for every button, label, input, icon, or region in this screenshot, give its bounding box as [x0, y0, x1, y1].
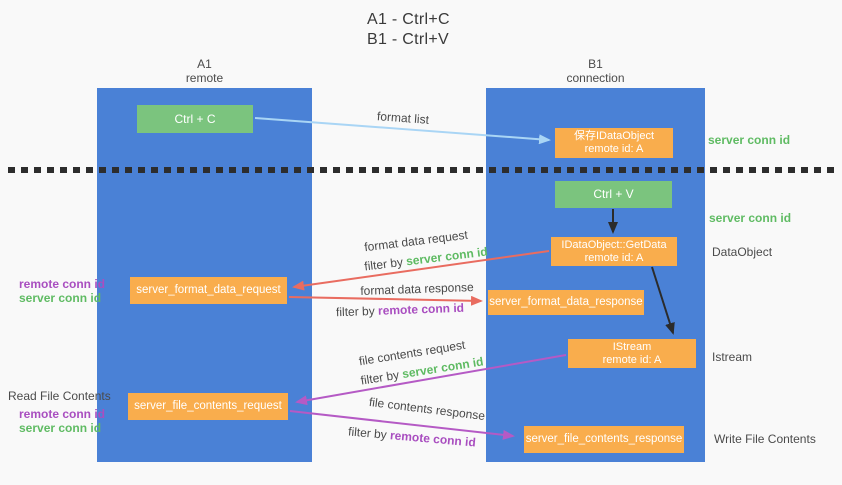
arrow-file-contents-request	[295, 354, 567, 406]
arrow-file-contents-response	[289, 410, 515, 440]
server-conn-id-mid-left-label: server conn id	[19, 291, 102, 305]
write-file-contents-label: Write File Contents	[714, 432, 816, 446]
server-format-data-response-label: server_format_data_response	[489, 296, 643, 308]
ctrl-c-node: Ctrl + C	[137, 105, 253, 133]
server-format-data-request-node: server_format_data_request	[130, 277, 287, 304]
lane-b1-name: B1	[588, 57, 603, 71]
server-conn-id-bottom-left-label: server conn id	[19, 421, 102, 435]
ctrl-c-label: Ctrl + C	[174, 111, 216, 126]
server-file-contents-response-node: server_file_contents_response	[524, 426, 684, 453]
server-conn-id-mid-right-label: server conn id	[709, 211, 792, 225]
istream-line1: IStream	[612, 340, 652, 353]
remote-conn-id-bottom-left-label: remote conn id	[19, 407, 106, 421]
lane-a1-name: A1	[197, 57, 212, 71]
server-file-contents-request-node: server_file_contents_request	[128, 393, 288, 420]
arrow-format-data-response	[288, 295, 483, 306]
dotted-separator-line	[8, 167, 836, 173]
dataobject-label: DataObject	[712, 245, 773, 259]
server-format-data-request-label: server_format_data_request	[136, 284, 281, 296]
title-line-1: A1 - Ctrl+C	[367, 11, 450, 28]
save-dataobject-line2: remote id: A	[584, 143, 644, 155]
server-conn-id-top-right-label: server conn id	[708, 133, 791, 147]
lane-a1-subtitle: remote	[185, 71, 224, 85]
getdata-node: IDataObject::GetData remote id: A	[551, 237, 677, 266]
istream-side-label: Istream	[712, 350, 753, 364]
lane-a1-header: A1 remote	[97, 57, 312, 85]
lane-b1-header: B1 connection	[486, 57, 705, 85]
save-dataobject-line1: 保存IDataObject	[573, 130, 655, 142]
read-file-contents-label: Read File Contents	[8, 389, 111, 403]
title-line-2: B1 - Ctrl+V	[367, 31, 449, 48]
getdata-line2: remote id: A	[584, 251, 644, 264]
remote-conn-id-mid-left-label: remote conn id	[19, 277, 106, 291]
filter-by-text: filter by	[335, 303, 375, 320]
server-file-contents-request-label: server_file_contents_request	[134, 400, 282, 412]
diagram-title: A1 - Ctrl+C B1 - Ctrl+V	[367, 10, 450, 50]
lane-b1-subtitle: connection	[566, 71, 625, 85]
getdata-line1: IDataObject::GetData	[561, 238, 667, 251]
arrow-format-data-request	[292, 250, 550, 291]
server-file-contents-response-label: server_file_contents_response	[525, 433, 683, 445]
server-format-data-response-node: server_format_data_response	[488, 290, 644, 315]
arrow-getdata-to-istream	[651, 266, 675, 335]
arrow-format-list	[254, 117, 551, 145]
save-dataobject-node: 保存IDataObject remote id: A	[555, 128, 673, 158]
remote-conn-id-text: remote conn id	[377, 300, 465, 318]
istream-line2: remote id: A	[602, 353, 662, 366]
ctrl-v-label: Ctrl + V	[593, 187, 634, 201]
ctrl-v-node: Ctrl + V	[555, 181, 672, 208]
istream-node: IStream remote id: A	[568, 339, 696, 368]
